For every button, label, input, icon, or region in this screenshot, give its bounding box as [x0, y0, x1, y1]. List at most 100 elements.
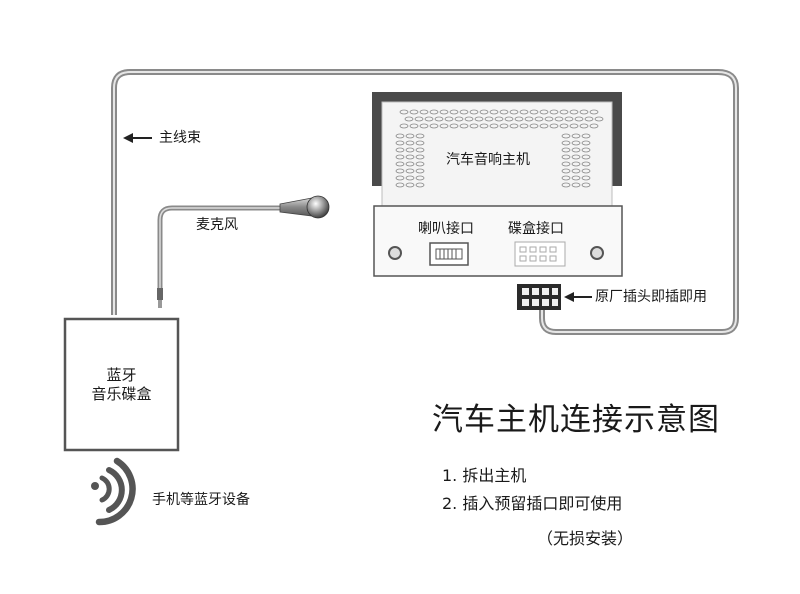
- vent-hole: [434, 116, 444, 122]
- vent-hole: [405, 161, 415, 167]
- vent-hole: [581, 175, 591, 181]
- vent-hole: [439, 109, 449, 115]
- install-note: （无损安装）: [537, 529, 634, 548]
- vent-hole: [459, 109, 469, 115]
- vent-hole: [444, 116, 454, 122]
- vent-hole: [449, 109, 459, 115]
- vent-hole: [415, 182, 425, 188]
- wireless-signal-icon: [91, 457, 136, 526]
- step-1: 1. 拆出主机: [442, 466, 527, 485]
- vent-hole: [429, 123, 439, 129]
- vent-hole: [519, 109, 529, 115]
- vent-hole: [464, 116, 474, 122]
- vent-hole: [419, 123, 429, 129]
- vent-hole: [571, 133, 581, 139]
- microphone-icon: [279, 195, 330, 219]
- vent-hole: [559, 109, 569, 115]
- vent-hole: [581, 154, 591, 160]
- vent-hole: [519, 123, 529, 129]
- vent-hole: [569, 109, 579, 115]
- vent-hole: [509, 123, 519, 129]
- vent-hole: [584, 116, 594, 122]
- vent-hole: [589, 109, 599, 115]
- vent-hole: [499, 109, 509, 115]
- vent-hole: [571, 154, 581, 160]
- vent-hole: [569, 123, 579, 129]
- vent-hole: [469, 109, 479, 115]
- speaker-port-label: 喇叭接口: [418, 221, 474, 237]
- vent-hole: [544, 116, 554, 122]
- vent-hole: [419, 109, 429, 115]
- vent-hole: [489, 109, 499, 115]
- vent-hole: [571, 161, 581, 167]
- vent-hole: [581, 161, 591, 167]
- vent-hole: [405, 182, 415, 188]
- vent-hole: [594, 116, 604, 122]
- vent-hole: [479, 123, 489, 129]
- vent-hole: [509, 109, 519, 115]
- vent-hole: [395, 182, 405, 188]
- vent-hole: [494, 116, 504, 122]
- vent-hole: [415, 154, 425, 160]
- vent-hole: [549, 123, 559, 129]
- vent-hole: [395, 175, 405, 181]
- vent-hole: [581, 147, 591, 153]
- bluetooth-box-line1: 蓝牙: [106, 366, 137, 384]
- connector-plug-icon: [517, 284, 561, 310]
- left-arrow-icon: [123, 133, 152, 143]
- vent-hole: [561, 182, 571, 188]
- vent-hole: [395, 161, 405, 167]
- diagram-title: 汽车主机连接示意图: [432, 402, 720, 438]
- vent-hole: [405, 133, 415, 139]
- vent-hole: [439, 123, 449, 129]
- vent-hole: [405, 140, 415, 146]
- vent-hole: [524, 116, 534, 122]
- vent-hole: [415, 168, 425, 174]
- vent-hole: [534, 116, 544, 122]
- vent-hole: [395, 133, 405, 139]
- vent-hole: [554, 116, 564, 122]
- vent-hole: [395, 147, 405, 153]
- left-arrow-icon: [564, 292, 592, 302]
- step-2: 2. 插入预留插口即可使用: [442, 494, 623, 513]
- vent-hole: [429, 109, 439, 115]
- vent-hole: [561, 133, 571, 139]
- vent-hole: [574, 116, 584, 122]
- vent-hole: [499, 123, 509, 129]
- vent-hole: [454, 116, 464, 122]
- vent-hole: [559, 123, 569, 129]
- bluetooth-box-label: 蓝牙 音乐碟盒: [66, 366, 177, 404]
- vent-hole: [399, 123, 409, 129]
- phone-devices-label: 手机等蓝牙设备: [152, 492, 250, 508]
- vent-hole: [404, 116, 414, 122]
- vent-hole: [561, 147, 571, 153]
- vent-hole: [405, 168, 415, 174]
- vent-hole: [529, 123, 539, 129]
- vent-hole: [409, 123, 419, 129]
- vent-hole: [549, 109, 559, 115]
- vent-hole: [539, 109, 549, 115]
- vent-hole: [474, 116, 484, 122]
- vent-hole: [479, 109, 489, 115]
- vent-hole: [405, 175, 415, 181]
- vent-hole: [424, 116, 434, 122]
- cd-port-label: 碟盒接口: [508, 221, 564, 237]
- vent-hole: [581, 168, 591, 174]
- vent-hole: [395, 168, 405, 174]
- main-harness-cable: [111, 69, 739, 335]
- audio-jack: [157, 288, 163, 308]
- vent-hole: [395, 140, 405, 146]
- vent-hole: [514, 116, 524, 122]
- vent-hole: [529, 109, 539, 115]
- vent-hole: [581, 182, 591, 188]
- vent-hole: [561, 175, 571, 181]
- main-harness-label: 主线束: [159, 130, 201, 146]
- vent-hole: [561, 140, 571, 146]
- vent-hole: [581, 140, 591, 146]
- head-unit: [372, 92, 623, 277]
- vent-hole: [399, 109, 409, 115]
- bluetooth-box: [63, 317, 180, 452]
- bluetooth-box-line2: 音乐碟盒: [91, 385, 152, 403]
- speaker-port: [429, 242, 469, 266]
